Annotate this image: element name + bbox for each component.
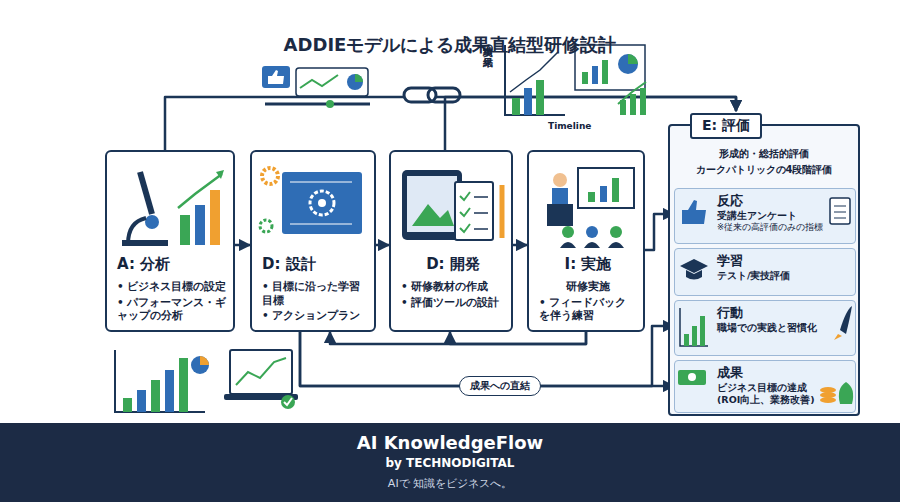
node-text: • フィードバックを伴う練習 (539, 296, 637, 323)
feedback-bubble-icon (262, 66, 290, 88)
level-box: 反応受講生アンケート※従来の高評価のみの指標 (674, 188, 856, 244)
node-heading: 成果 (717, 365, 825, 382)
result-chart-icon (505, 45, 565, 115)
slider-icon (265, 100, 370, 108)
dashboard-icon (347, 74, 363, 90)
node-text: カークパトリックの4段階評価 (674, 162, 854, 178)
chain-icon (428, 88, 460, 102)
node-text: • ビジネス目標の設定 (117, 280, 227, 294)
flow-arrow (165, 97, 736, 150)
node-heading: D: 開発 (401, 255, 505, 274)
laptop-icon (236, 358, 286, 385)
laptop-icon (230, 350, 292, 394)
result-chart-icon (630, 94, 636, 115)
level-box: 学習テスト/実技評価 (674, 248, 856, 296)
node-text: テスト/実技評価 (717, 270, 825, 282)
result-chart-icon (618, 82, 646, 104)
node-text: • 評価ツールの設計 (401, 296, 505, 310)
growth-chart-icon (115, 350, 205, 412)
growth-chart-icon (137, 390, 146, 412)
diagram-title: ADDIEモデルによる成果直結型研修設計 (0, 33, 900, 57)
slider-icon (265, 103, 370, 106)
result-chart-icon (620, 100, 626, 115)
brand-name: AI KnowledgeFlow (0, 432, 900, 453)
level-box: 成果ビジネス目標の達成 (ROI向上、業務改善) (674, 360, 856, 413)
result-chart-icon (505, 45, 646, 115)
edge-label: 成果への直結 (459, 376, 541, 396)
growth-chart-icon (151, 380, 160, 412)
laptop-icon (224, 394, 298, 400)
node-text: • アクションプラン (262, 309, 368, 323)
flow-arrow (235, 244, 250, 247)
growth-chart-icon (165, 370, 174, 412)
result-chart-icon (640, 88, 646, 115)
dashboard-icon (355, 74, 363, 82)
result-chart-icon (536, 80, 544, 115)
axis-label: Timeline (548, 121, 591, 131)
result-chart-icon (510, 52, 558, 92)
node-heading: I: 実施 (539, 255, 637, 274)
node-heading: A: 分析 (117, 255, 227, 274)
node-heading: 学習 (717, 253, 825, 270)
brand-tagline: AIで 知識をビジネスへ。 (0, 476, 900, 491)
laptop-icon (224, 350, 298, 409)
result-chart-icon (618, 54, 638, 74)
result-chart-icon (582, 72, 588, 84)
axis-label: 実績の結果 (480, 38, 494, 49)
laptop-icon (281, 395, 295, 409)
feedback-bubble-icon (268, 70, 284, 84)
growth-chart-icon (200, 356, 209, 365)
level-box: 行動職場での実践と習慣化 (674, 300, 856, 356)
process-box: I: 実施研修実施 • フィードバックを伴う練習 (527, 150, 645, 332)
growth-chart-icon (191, 356, 209, 374)
node-heading: E: 評価 (690, 113, 762, 139)
flow-arrow (450, 332, 586, 344)
node-text: ※従来の高評価のみの指標 (717, 222, 825, 233)
node-text: 職場での実践と習慣化 (717, 322, 825, 334)
result-chart-icon (628, 54, 638, 64)
dashboard-icon (296, 68, 368, 96)
result-chart-icon (592, 66, 598, 84)
node-heading: D: 設計 (262, 255, 368, 274)
node-text: 研修実施 (539, 280, 637, 294)
node-text: 形成的・総括的評価 (674, 146, 854, 162)
node-text: ビジネス目標の達成 (ROI向上、業務改善) (717, 382, 825, 406)
result-chart-icon (524, 88, 532, 115)
dashboard-icon (300, 75, 338, 88)
flow-arrow (330, 332, 586, 344)
process-box: D: 設計 • 目標に沿った学習目標 • アクションプラン (250, 150, 376, 332)
process-box: D: 開発 • 研修教材の作成 • 評価ツールの設計 (389, 150, 513, 332)
node-heading: 行動 (717, 305, 825, 322)
node-text: • 研修教材の作成 (401, 280, 505, 294)
node-text: 受講生アンケート (717, 210, 825, 222)
laptop-icon (284, 398, 292, 405)
chain-icon (404, 88, 436, 102)
growth-chart-icon (123, 398, 132, 412)
chain-icon (404, 88, 460, 102)
brand-byline: by TECHNODIGITAL (0, 456, 900, 470)
node-text: • パフォーマンス・ギャップの分析 (117, 296, 227, 323)
result-chart-icon (602, 60, 608, 84)
slider-icon (326, 100, 334, 108)
node-heading: 反応 (717, 193, 825, 210)
growth-chart-icon (179, 358, 188, 412)
growth-chart-icon (115, 350, 209, 412)
node-text: • 目標に沿った学習目標 (262, 280, 368, 307)
process-box: A: 分析 • ビジネス目標の設定 • パフォーマンス・ギャップの分析 (105, 150, 235, 332)
flow-arrow (513, 244, 527, 247)
flow-arrow (376, 244, 389, 247)
feedback-bubble-icon (262, 66, 290, 88)
evaluation-panel: E: 評価形成的・総括的評価カークパトリックの4段階評価反応受講生アンケート※従… (668, 124, 860, 416)
result-chart-icon (512, 98, 520, 115)
dashboard-icon (296, 68, 368, 96)
